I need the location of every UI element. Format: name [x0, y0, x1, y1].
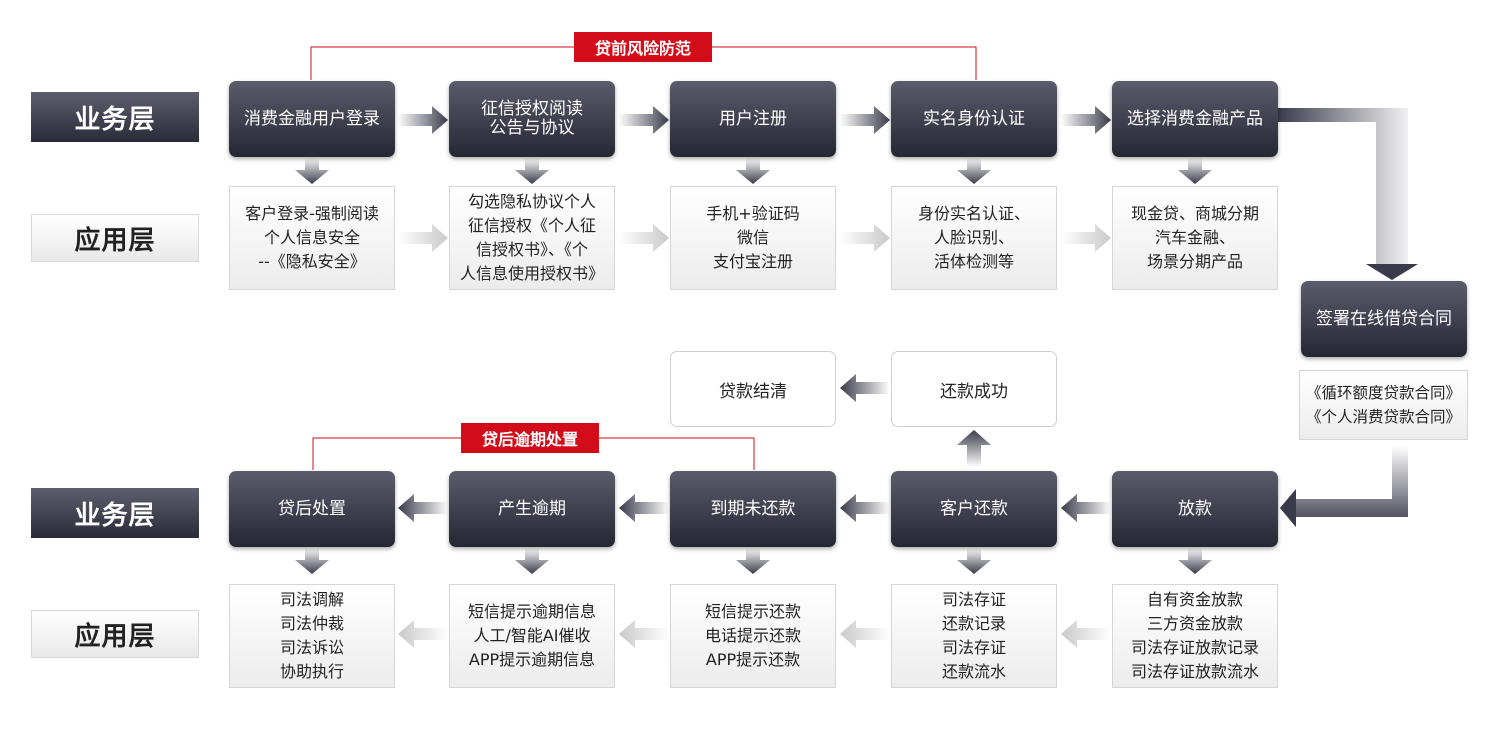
biz-select-product: 选择消费金融产品 [1112, 81, 1278, 157]
biz-overdue: 产生逾期 [449, 471, 615, 547]
pre-loan-risk-tag: 贷前风险防范 [574, 32, 712, 62]
layer-business-bottom: 业务层 [31, 488, 199, 538]
app-register-methods: 手机+验证码微信支付宝注册 [670, 186, 836, 290]
biz-identity-verification: 实名身份认证 [891, 81, 1057, 157]
app-login-privacy: 客户登录-强制阅读个人信息安全--《隐私安全》 [229, 186, 395, 290]
to-contract-arrow [1278, 108, 1418, 280]
layer-application-bottom: 应用层 [31, 610, 199, 658]
top-business-arrows [398, 106, 1111, 134]
to-disburse-arrow [1280, 446, 1408, 527]
post-loan-overdue-tag: 贷后逾期处置 [461, 423, 599, 453]
bottom-app-arrows [398, 620, 1111, 648]
bottom-business-arrows [398, 494, 1111, 522]
app-product-types: 现金贷、商城分期汽车金融、场景分期产品 [1112, 186, 1278, 290]
app-repayment-evidence: 司法存证还款记录司法存证还款流水 [891, 584, 1057, 688]
biz-disbursement: 放款 [1112, 471, 1278, 547]
biz-customer-repayment: 客户还款 [891, 471, 1057, 547]
app-contracts: 《循环额度贷款合同》《个人消费贷款合同》 [1299, 370, 1468, 440]
bottom-down-arrows [295, 548, 1212, 574]
app-identity-methods: 身份实名认证、人脸识别、活体检测等 [891, 186, 1057, 290]
left-arrow-settled [840, 374, 890, 402]
biz-user-login: 消费金融用户登录 [229, 81, 395, 157]
app-disbursement-records: 自有资金放款三方资金放款司法存证放款记录司法存证放款流水 [1112, 584, 1278, 688]
biz-user-register: 用户注册 [670, 81, 836, 157]
loan-settled-box: 贷款结清 [670, 351, 836, 427]
top-app-arrows [398, 224, 1111, 252]
biz-post-loan-disposal: 贷后处置 [229, 471, 395, 547]
layer-business-top: 业务层 [31, 92, 199, 142]
repay-success-box: 还款成功 [891, 351, 1057, 427]
up-arrow-repay-success [957, 430, 991, 467]
app-judicial-actions: 司法调解司法仲裁司法诉讼协助执行 [229, 584, 395, 688]
biz-sign-contract: 签署在线借贷合同 [1301, 281, 1467, 357]
biz-credit-authorization: 征信授权阅读公告与协议 [449, 81, 615, 157]
app-credit-agreements: 勾选隐私协议个人征信授权《个人征信授权书》、《个人信息使用授权书》 [449, 186, 615, 290]
biz-unpaid-at-due: 到期未还款 [670, 471, 836, 547]
layer-application-top: 应用层 [31, 214, 199, 262]
top-down-arrows [295, 158, 1212, 184]
